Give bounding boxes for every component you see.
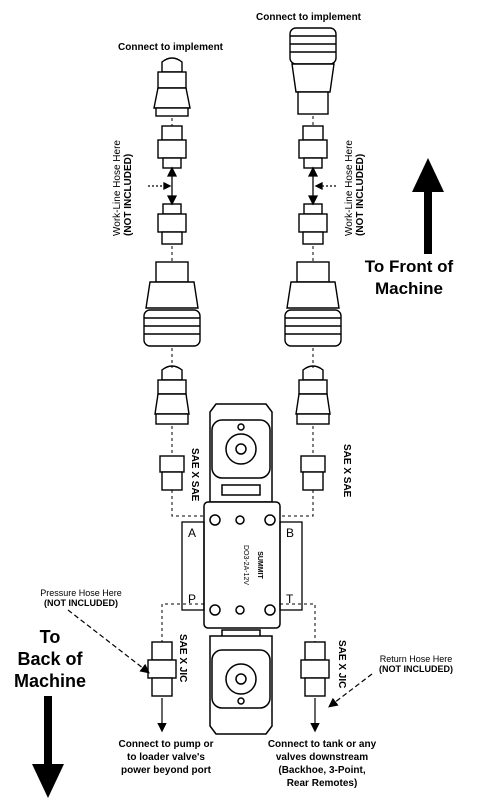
- connect-pump-label: Connect to pump or to loader valve's pow…: [96, 738, 236, 777]
- connect-pump-line3: power beyond port: [121, 765, 211, 776]
- port-brackets: [181, 521, 303, 611]
- return-hose-line1: Return Hose Here: [379, 654, 453, 664]
- to-back-label: To Back of Machine: [4, 626, 96, 692]
- connect-tank-label: Connect to tank or any valves downstream…: [254, 738, 390, 790]
- pressure-hose-label: Pressure Hose Here (NOT INCLUDED): [26, 588, 136, 608]
- workline-left-line2: (NOT INCLUDED): [123, 153, 134, 236]
- work-line-arrows: [148, 166, 338, 206]
- to-front-label: To Front of Machine: [348, 256, 470, 300]
- pressure-hose-line1: Pressure Hose Here: [40, 588, 122, 598]
- hose-pointers: [67, 609, 373, 733]
- connect-tank-line3: (Backhoe, 3-Point,: [278, 765, 366, 776]
- to-back-line3: Machine: [13, 671, 87, 691]
- pressure-hose-line2: (NOT INCLUDED): [44, 598, 118, 608]
- front-arrow-head: [412, 158, 444, 192]
- direction-arrows: [32, 158, 444, 798]
- port-a-label: A: [188, 526, 197, 540]
- connect-tank-line4: Rear Remotes): [286, 778, 358, 789]
- port-t-label: T: [286, 592, 294, 606]
- connect-implement-right-label: Connect to implement: [256, 12, 362, 23]
- workline-right-label: Work-Line Hose Here (NOT INCLUDED): [344, 140, 366, 236]
- connect-implement-left-label: Connect to implement: [118, 42, 224, 53]
- sae-jic-right-label: SAE X JIC: [336, 640, 347, 689]
- return-hose-line2: (NOT INCLUDED): [379, 664, 453, 674]
- valve-brand-text: SUMMIT: [256, 551, 263, 579]
- port-p-label: P: [188, 592, 197, 606]
- to-back-line1: To: [39, 627, 61, 647]
- connect-tank-line2: valves downstream: [275, 752, 369, 763]
- workline-right-line2: (NOT INCLUDED): [355, 153, 366, 236]
- to-back-line2: Back of: [17, 649, 83, 669]
- valve-model-text: DO3-2A-12V: [242, 545, 249, 585]
- valve-label-text: DO3-2A-12V SUMMIT: [242, 545, 263, 585]
- sae-sae-left-label: SAE X SAE: [189, 448, 200, 502]
- connect-pump-line1: Connect to pump or: [118, 739, 214, 750]
- connect-tank-line1: Connect to tank or any: [267, 739, 377, 750]
- directional-valve: [203, 403, 281, 735]
- workline-right-line1: Work-Line Hose Here: [344, 140, 355, 236]
- dashed-connection-lines: [161, 116, 316, 642]
- port-b-label: B: [286, 526, 295, 540]
- workline-left-label: Work-Line Hose Here (NOT INCLUDED): [112, 140, 134, 236]
- to-front-line2: Machine: [374, 279, 444, 298]
- back-arrow-head: [32, 764, 64, 798]
- return-hose-label: Return Hose Here (NOT INCLUDED): [362, 654, 470, 674]
- front-arrow-shaft: [424, 190, 432, 254]
- connect-pump-line2: to loader valve's: [127, 752, 205, 763]
- back-arrow-shaft: [44, 696, 52, 768]
- sae-sae-right-label: SAE X SAE: [341, 444, 352, 498]
- sae-jic-left-label: SAE X JIC: [177, 634, 188, 683]
- to-front-line1: To Front of: [364, 257, 454, 276]
- workline-left-line1: Work-Line Hose Here: [112, 140, 123, 236]
